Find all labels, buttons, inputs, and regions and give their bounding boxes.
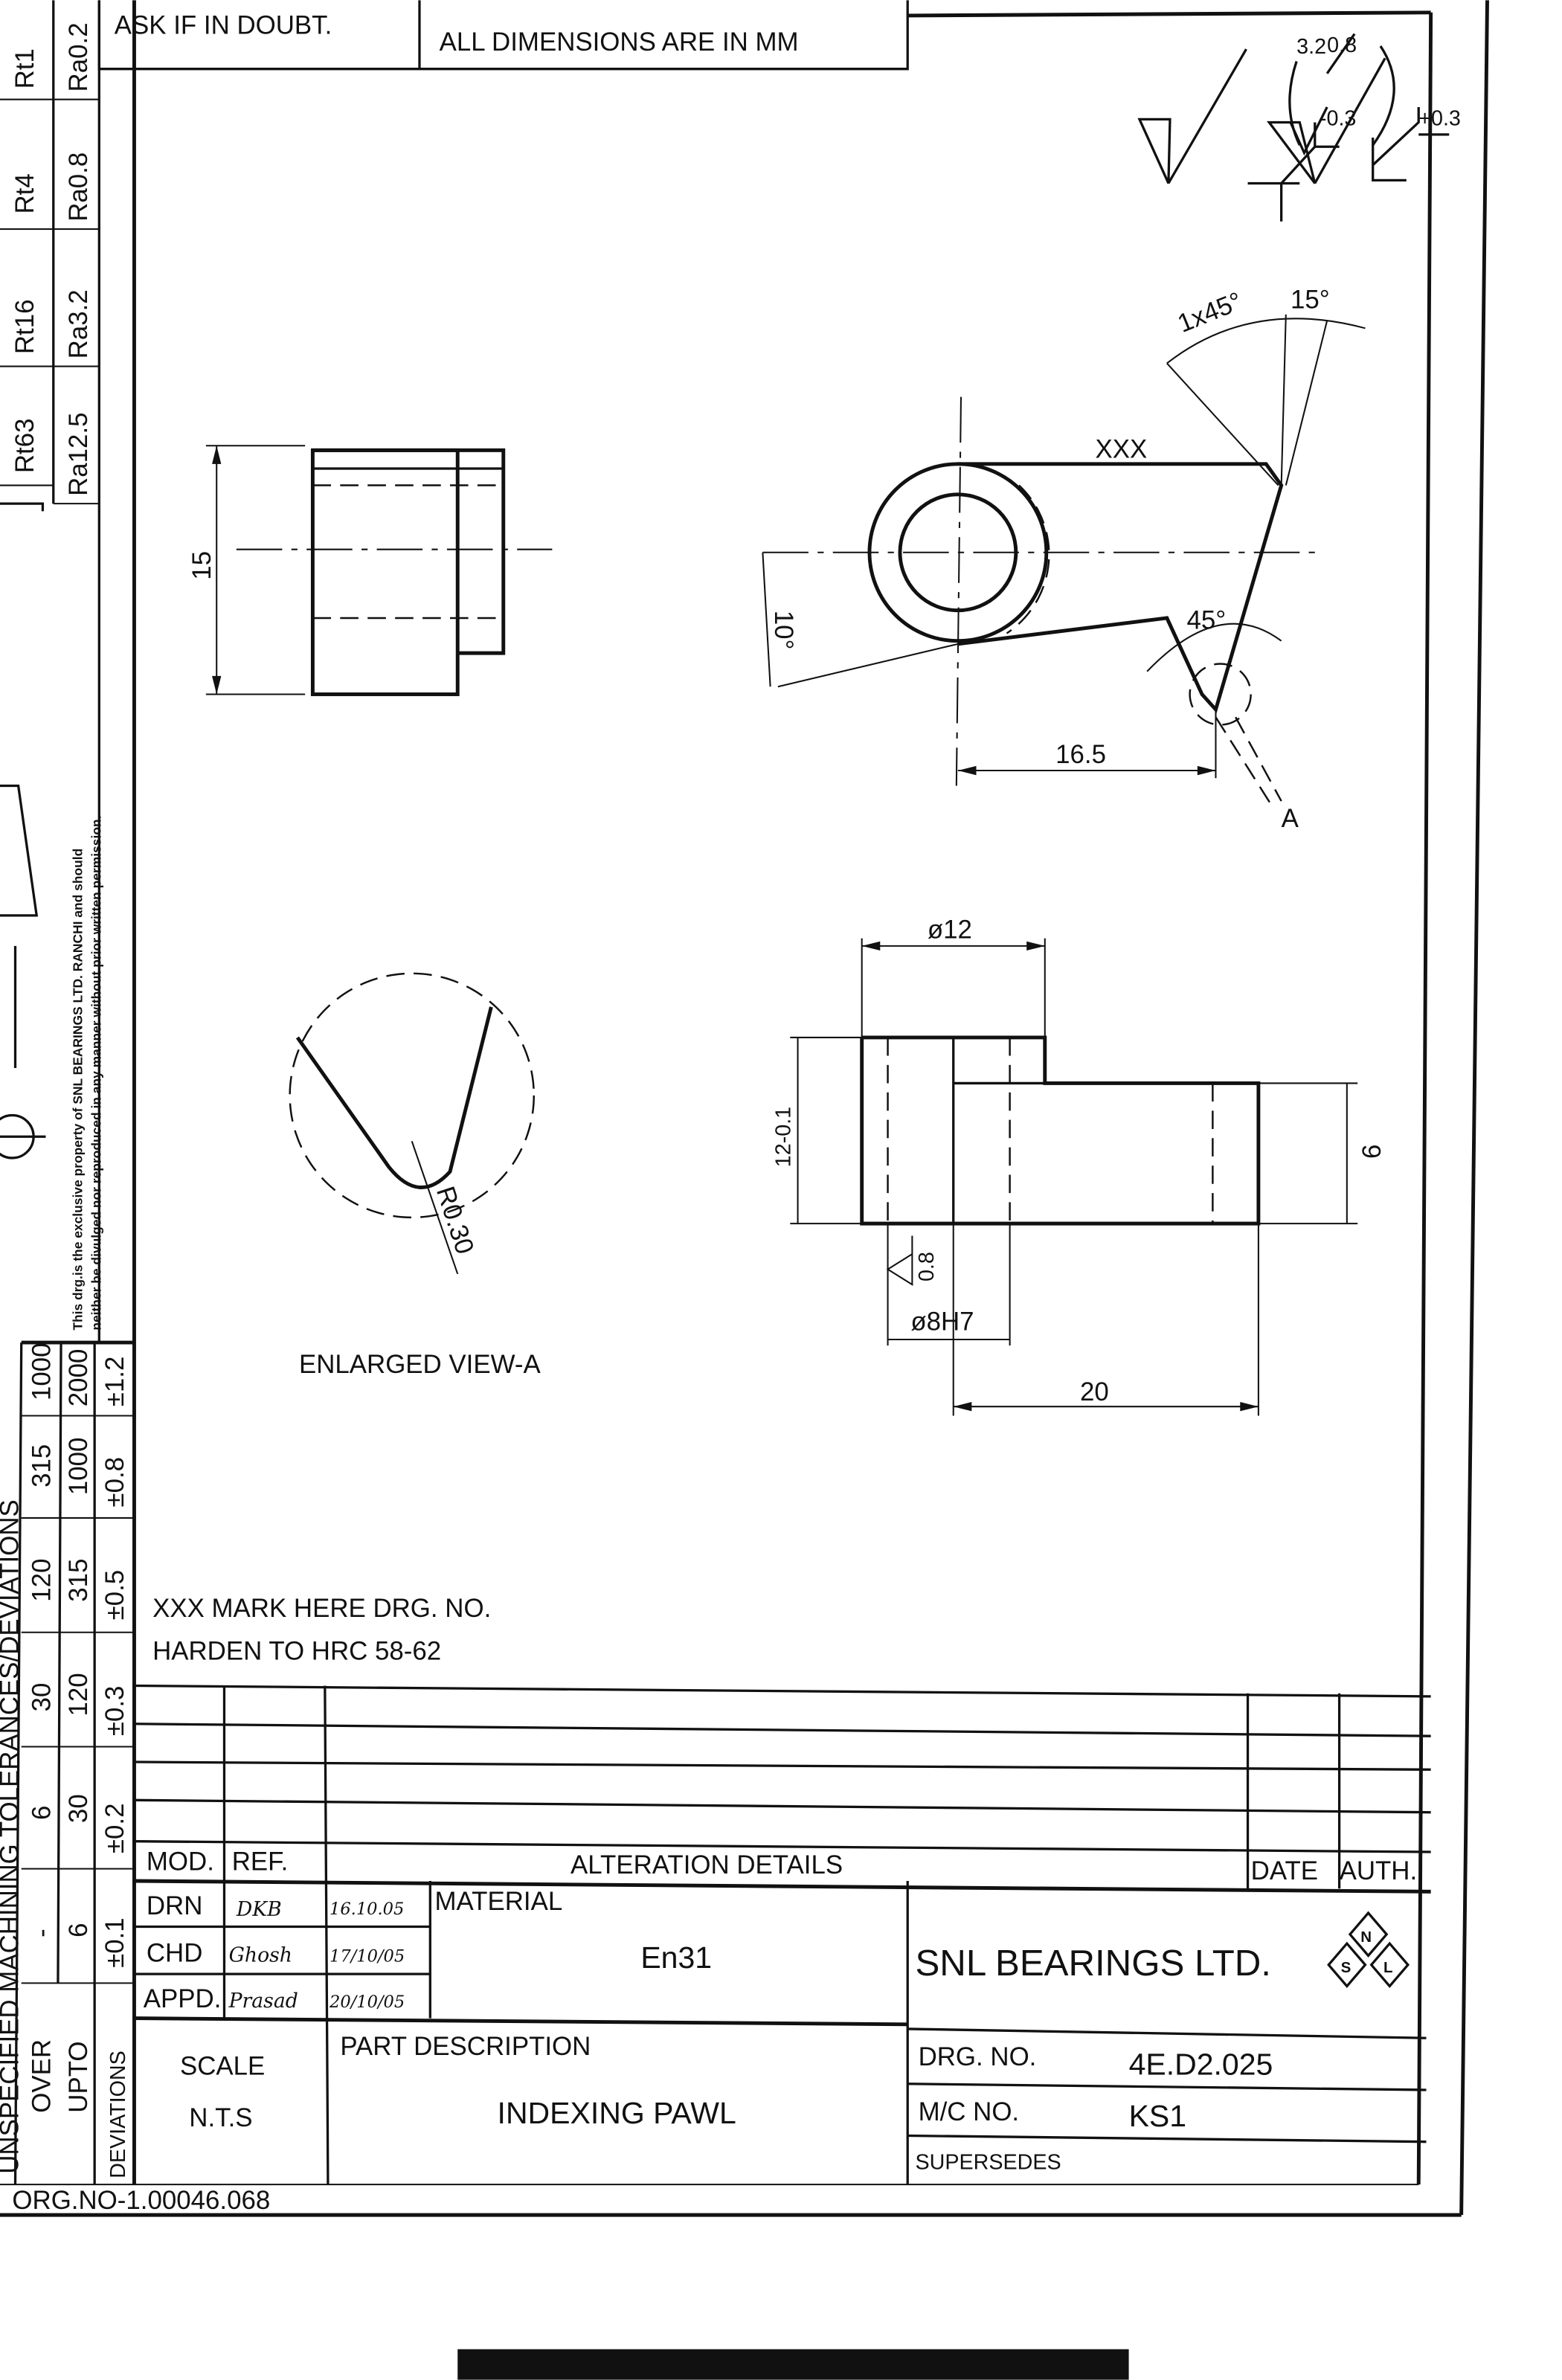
- front-view: XXX 10° 16.5 1x45° 15° 45° A: [762, 286, 1366, 833]
- upto-value: 120: [64, 1673, 93, 1716]
- note-harden: HARDEN TO HRC 58-62: [152, 1637, 441, 1666]
- drn-signature: DKB: [236, 1898, 282, 1921]
- ra-value: Ra12.5: [64, 412, 93, 495]
- mod-header: MOD.: [147, 1847, 214, 1876]
- tolerance-plus: +0.3: [1418, 107, 1461, 131]
- chd-signature: Ghosh: [229, 1944, 292, 1967]
- dim-height-15: 15: [187, 551, 216, 580]
- over-value: 30: [28, 1683, 57, 1712]
- deviation-value: ±0.1: [100, 1917, 129, 1968]
- drg-no-value: 4E.D2.025: [1129, 2047, 1273, 2081]
- bottom-view: ø12 12-0.1 9 ø8H7 0.8 20: [771, 916, 1385, 1416]
- rt-value: Rt1: [10, 48, 39, 89]
- auth-header: AUTH.: [1340, 1856, 1418, 1885]
- over-value: -: [28, 1929, 57, 1937]
- over-value: 120: [28, 1559, 57, 1602]
- part-description-label: PART DESCRIPTION: [340, 2032, 591, 2061]
- appd-signature: Prasad: [228, 1990, 298, 2013]
- dim-16-5: 16.5: [1055, 740, 1106, 769]
- alteration-header: ALTERATION DETAILS: [571, 1850, 843, 1879]
- deviation-value: ±0.2: [100, 1803, 129, 1853]
- date-header: DATE: [1251, 1856, 1318, 1885]
- over-label: OVER: [28, 2039, 57, 2113]
- drn-label: DRN: [147, 1891, 203, 1920]
- rt-value: Rt4: [10, 173, 39, 213]
- disclaimer: This drg.is the exclusive property of SN…: [71, 816, 104, 1331]
- drawing-frame: [0, 0, 1489, 2380]
- part-description: INDEXING PAWL: [498, 2096, 736, 2130]
- angle-15: 15°: [1291, 286, 1330, 315]
- org-number: ORG.NO-1.00046.068: [12, 2186, 270, 2215]
- tolerance-table: UNSPECIFIED MACHINING TOLERANCES/DEVIATI…: [0, 1340, 135, 2185]
- dim-dia-12: ø12: [928, 916, 972, 945]
- tolerance-minus: -0.3: [1320, 107, 1356, 131]
- drn-date: 16.10.05: [330, 1900, 404, 1919]
- surface-finish-symbols: 3.2 0.8 -0.3 +0.3: [1137, 33, 1461, 222]
- rt-value: Rt63: [10, 418, 39, 473]
- chamfer-angle: 1x45°: [1174, 286, 1247, 338]
- finish-value-main: 3.2: [1296, 35, 1326, 59]
- tolerance-title: UNSPECIFIED MACHINING TOLERANCES/DEVIATI…: [0, 1499, 25, 2174]
- scale-label: SCALE: [180, 2051, 265, 2080]
- angle-45: 45°: [1187, 605, 1227, 634]
- upto-value: 1000: [64, 1438, 93, 1496]
- note-mark: XXX MARK HERE DRG. NO.: [152, 1594, 491, 1623]
- chd-date: 17/10/05: [330, 1947, 405, 1966]
- over-value: 6: [28, 1806, 57, 1820]
- appd-label: APPD.: [144, 1984, 222, 2013]
- logo-letter: S: [1341, 1959, 1352, 1976]
- units-note: ALL DIMENSIONS ARE IN MM: [440, 28, 799, 57]
- material-label: MATERIAL: [434, 1887, 562, 1916]
- disclaimer-line1: This drg.is the exclusive property of SN…: [71, 849, 86, 1331]
- over-value: 1000: [28, 1342, 57, 1400]
- supersedes-label: SUPERSEDES: [915, 2151, 1061, 2175]
- enlarged-view-title: ENLARGED VIEW-A: [299, 1350, 541, 1379]
- dim-12: 12-0.1: [771, 1107, 795, 1167]
- deviation-value: ±1.2: [100, 1357, 129, 1407]
- finish-value-other: 0.8: [1327, 33, 1357, 57]
- mc-no-value: KS1: [1129, 2099, 1187, 2133]
- enlarged-radius: R0.30: [431, 1183, 480, 1258]
- upto-label: UPTO: [64, 2042, 93, 2113]
- mc-no-label: M/C NO.: [919, 2097, 1020, 2126]
- logo-letter: N: [1360, 1929, 1372, 1946]
- ra-value: Ra0.2: [64, 22, 93, 91]
- scan-edge-bar: [457, 2349, 1129, 2380]
- drg-no-label: DRG. NO.: [919, 2042, 1037, 2071]
- chd-label: CHD: [147, 1939, 203, 1968]
- over-value: 315: [28, 1444, 57, 1488]
- snl-logo: N S L: [1327, 1911, 1410, 1989]
- deviations-label: DEVIATIONS: [106, 2051, 130, 2178]
- ra-value: Ra3.2: [64, 289, 93, 358]
- dim-9: 9: [1356, 1144, 1385, 1158]
- deviation-value: ±0.3: [100, 1686, 129, 1737]
- deviation-value: ±0.8: [100, 1457, 129, 1508]
- dim-bore: ø8H7: [910, 1308, 974, 1337]
- appd-date: 20/10/05: [329, 1993, 405, 2012]
- header-notes: ASK IF IN DOUBT. ALL DIMENSIONS ARE IN M…: [97, 0, 909, 71]
- upto-value: 6: [64, 1923, 93, 1937]
- ref-header: REF.: [232, 1847, 289, 1876]
- bore-finish: 0.8: [915, 1252, 939, 1281]
- enlarged-view-a: R0.30 ENLARGED VIEW-A: [289, 972, 541, 1379]
- side-view: 15: [187, 445, 553, 696]
- rt-value: Rt16: [10, 300, 39, 355]
- upto-value: 315: [64, 1559, 93, 1602]
- logo-letter: L: [1383, 1959, 1393, 1976]
- angle-10: 10°: [769, 611, 798, 650]
- upto-value: 2000: [64, 1349, 93, 1407]
- ask-if-in-doubt-note: ASK IF IN DOUBT.: [115, 11, 332, 40]
- section-label-a: A: [1282, 804, 1299, 833]
- ra-value: Ra0.8: [64, 152, 93, 222]
- company-name: SNL BEARINGS LTD.: [915, 1943, 1270, 1984]
- title-block: MOD. REF. ALTERATION DETAILS DATE AUTH. …: [134, 1684, 1431, 2185]
- roughness-table: Rt1 Rt4 Rt16 Rt63 Ra0.2 Ra0.8 Ra3.2 Ra12…: [0, 0, 100, 1343]
- disclaimer-line2: neither be divulged nor reproduced in an…: [89, 816, 103, 1331]
- upto-value: 30: [64, 1794, 93, 1823]
- dim-20: 20: [1080, 1377, 1109, 1406]
- material-value: En31: [640, 1940, 712, 1975]
- scale-value: N.T.S: [189, 2103, 252, 2132]
- mark-location-xxx: XXX: [1095, 435, 1147, 464]
- deviation-value: ±0.5: [100, 1570, 129, 1621]
